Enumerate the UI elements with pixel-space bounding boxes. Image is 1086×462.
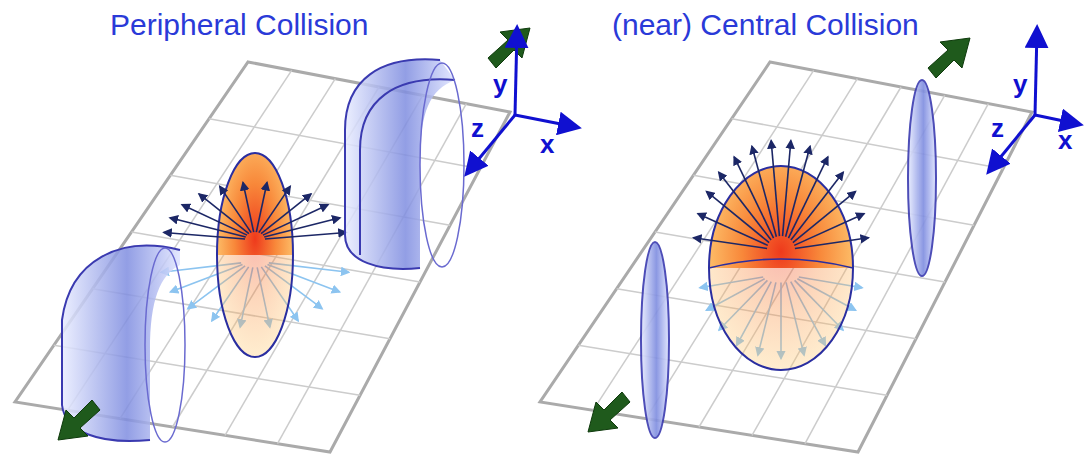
flow-arrow	[694, 238, 768, 249]
grid-plane	[15, 62, 510, 452]
axis-label: z	[471, 114, 484, 143]
grid-line	[699, 87, 901, 427]
flow-arrow	[791, 172, 843, 240]
grid-line	[578, 345, 887, 395]
flow-arrow	[719, 172, 771, 240]
panel-title: (near) Central Collision	[612, 8, 919, 41]
axis-label: y	[493, 70, 507, 99]
flow-arrow	[706, 191, 769, 242]
flow-arrow	[243, 182, 254, 232]
flow-arrow	[783, 141, 791, 236]
flow-arrows	[164, 182, 346, 238]
flow-arrow	[263, 205, 328, 235]
axis-label: x	[1058, 126, 1072, 155]
flow-arrow	[164, 232, 245, 239]
flow-arrow	[752, 146, 776, 237]
flow-arrow	[220, 186, 251, 232]
axis-label: y	[1013, 70, 1027, 99]
flow-arrow	[182, 205, 247, 235]
axis-label: z	[991, 114, 1004, 143]
axis-label: x	[540, 130, 554, 159]
flow-arrows	[694, 141, 869, 249]
grid-border	[540, 62, 1032, 452]
flow-arrow	[793, 191, 856, 242]
flow-arrow	[734, 157, 773, 238]
panel-title: Peripheral Collision	[110, 8, 368, 41]
grid-line	[646, 79, 857, 419]
flow-arrow	[794, 214, 864, 246]
flow-arrow	[259, 186, 290, 232]
flow-arrow	[256, 182, 267, 232]
grid-border	[15, 62, 510, 452]
flow-arrow	[261, 194, 311, 234]
flow-arrow	[264, 218, 340, 237]
grid-plane	[540, 62, 1032, 452]
flow-arrow	[788, 157, 827, 238]
